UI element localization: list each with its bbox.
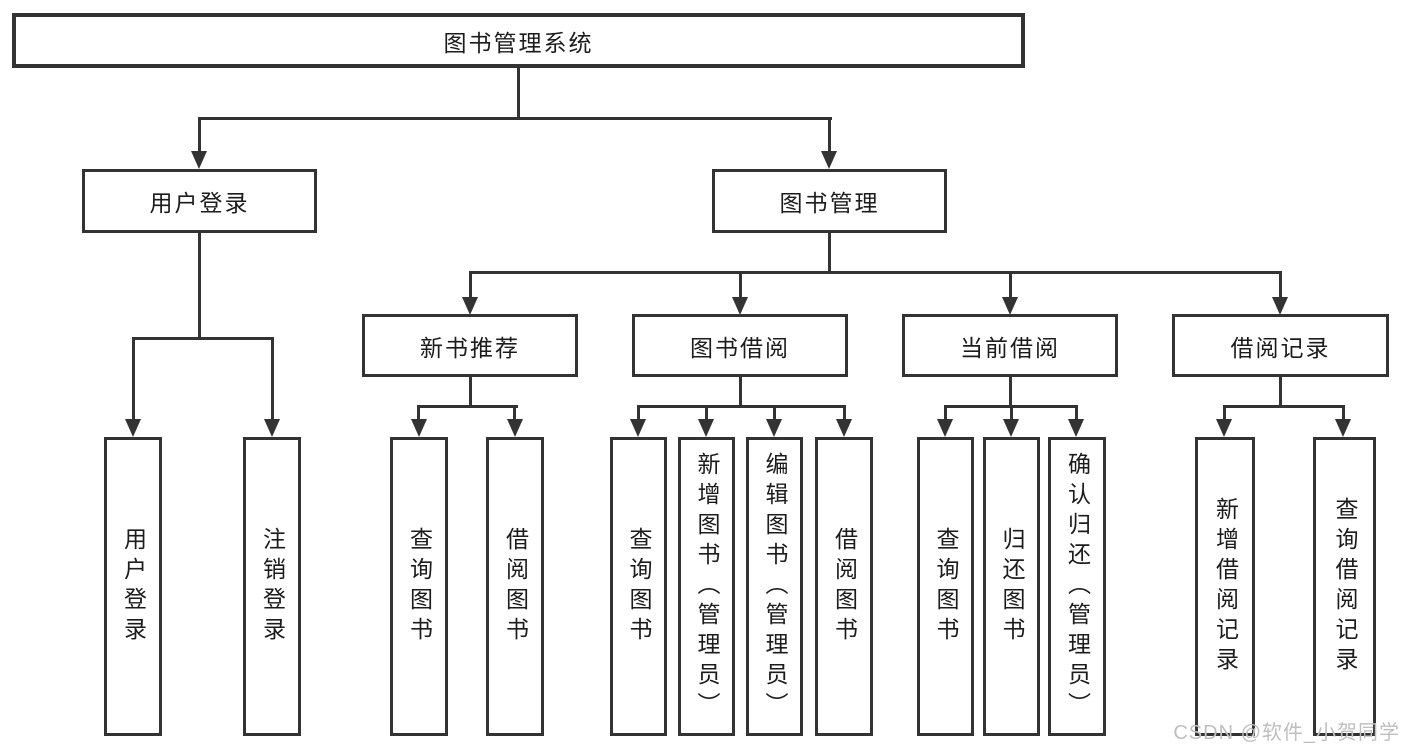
- arrowhead-down-icon: [766, 419, 782, 437]
- arrowhead-down-icon: [1068, 419, 1084, 437]
- arrowhead-down-icon: [630, 419, 646, 437]
- arrowhead-down-icon: [937, 419, 953, 437]
- node-library-system: 图书管理系统: [12, 13, 1025, 68]
- leaf-recommend-query-books: 查询图书: [390, 437, 448, 736]
- leaf-current-query-books: 查询图书: [917, 437, 974, 736]
- connector-line: [417, 405, 518, 408]
- node-book-borrow: 图书借阅: [632, 314, 848, 377]
- connector-line: [828, 117, 831, 153]
- connector-line: [843, 405, 846, 421]
- arrowhead-down-icon: [507, 419, 523, 437]
- watermark: CSDN @软件_小贺同学: [1173, 722, 1400, 744]
- connector-line: [1010, 405, 1013, 421]
- leaf-recommend-borrow-books: 借阅图书: [486, 437, 544, 736]
- leaf-borrow-query-books: 查询图书: [610, 437, 667, 736]
- arrowhead-down-icon: [836, 419, 852, 437]
- connector-line: [1279, 271, 1282, 299]
- connector-line: [705, 405, 708, 421]
- connector-line: [1342, 405, 1345, 421]
- arrowhead-down-icon: [1003, 419, 1019, 437]
- connector-line: [132, 337, 274, 340]
- leaf-borrow-edit-books-admin: 编辑图书（管理员）: [746, 437, 803, 736]
- connector-line: [773, 405, 776, 421]
- connector-line: [1009, 377, 1012, 408]
- connector-line: [739, 271, 742, 299]
- arrowhead-down-icon: [821, 151, 837, 169]
- arrowhead-down-icon: [1272, 297, 1288, 315]
- arrowhead-down-icon: [732, 297, 748, 315]
- arrowhead-down-icon: [125, 419, 141, 437]
- leaf-logout: 注销登录: [243, 437, 301, 736]
- connector-line: [739, 377, 742, 408]
- connector-line: [469, 377, 472, 408]
- connector-line: [637, 405, 846, 408]
- leaf-records-query-record: 查询借阅记录: [1313, 437, 1376, 736]
- connector-line: [828, 233, 831, 273]
- arrowhead-down-icon: [411, 419, 427, 437]
- leaf-borrow-add-books-admin: 新增图书（管理员）: [678, 437, 735, 736]
- node-book-management: 图书管理: [712, 169, 947, 233]
- connector-line: [198, 117, 832, 120]
- arrowhead-down-icon: [1002, 297, 1018, 315]
- connector-line: [1279, 377, 1282, 408]
- leaf-user-login: 用户登录: [104, 437, 162, 736]
- connector-line: [469, 271, 472, 299]
- arrowhead-down-icon: [1216, 419, 1232, 437]
- connector-line: [513, 405, 516, 421]
- arrowhead-down-icon: [191, 151, 207, 169]
- arrowhead-down-icon: [462, 297, 478, 315]
- connector-line: [132, 337, 135, 421]
- connector-line: [517, 68, 520, 118]
- connector-line: [417, 405, 420, 421]
- leaf-current-return-books: 归还图书: [983, 437, 1040, 736]
- connector-line: [1075, 405, 1078, 421]
- node-user-login: 用户登录: [82, 169, 317, 233]
- leaf-borrow-borrow-books: 借阅图书: [815, 437, 873, 736]
- connector-line: [469, 271, 1282, 274]
- node-current-borrow: 当前借阅: [902, 314, 1118, 377]
- leaf-records-add-record: 新增借阅记录: [1195, 437, 1255, 736]
- arrowhead-down-icon: [1335, 419, 1351, 437]
- connector-line: [637, 405, 640, 421]
- connector-line: [944, 405, 947, 421]
- connector-line: [1223, 405, 1226, 421]
- arrowhead-down-icon: [698, 419, 714, 437]
- node-new-book-recommend: 新书推荐: [362, 314, 578, 377]
- connector-line: [1223, 405, 1345, 408]
- arrowhead-down-icon: [264, 419, 280, 437]
- node-borrow-records: 借阅记录: [1172, 314, 1389, 377]
- connector-line: [271, 337, 274, 421]
- connector-line: [198, 117, 201, 153]
- connector-line: [1009, 271, 1012, 299]
- leaf-current-confirm-return-admin: 确认归还（管理员）: [1048, 437, 1106, 736]
- connector-line: [198, 233, 201, 339]
